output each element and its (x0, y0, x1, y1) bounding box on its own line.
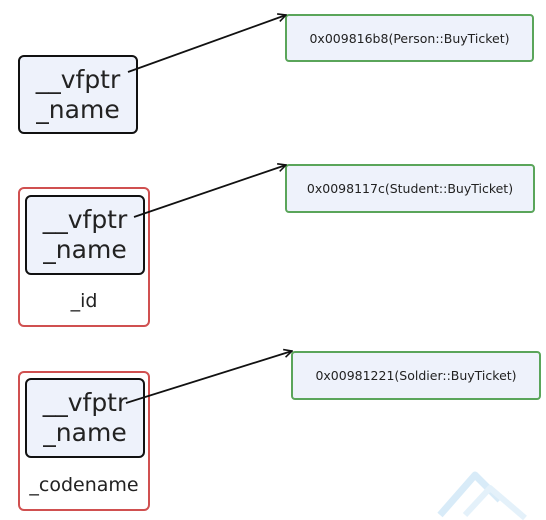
person-name-field: _name (36, 94, 120, 124)
student-vfptr-arrow (133, 165, 286, 218)
student-base-subobject-box: __vfptr _name (25, 195, 145, 275)
student-id-field: _id (70, 290, 98, 312)
person-vtable-entry: 0x009816b8(Person::BuyTicket) (309, 30, 510, 46)
soldier-vfptr-field: __vfptr (42, 388, 128, 417)
student-vtable-entry: 0x0098117c(Student::BuyTicket) (306, 181, 514, 196)
student-vtable-box: 0x0098117c(Student::BuyTicket) (285, 164, 535, 213)
student-vfptr-field: __vfptr (42, 205, 128, 234)
soldier-codename-field: _codename (29, 474, 139, 496)
person-object-box: __vfptr _name (18, 55, 138, 134)
soldier-name-field: _name (43, 418, 127, 447)
person-vtable-box: 0x009816b8(Person::BuyTicket) (285, 14, 534, 62)
person-vfptr-arrow (127, 15, 286, 73)
student-name-field: _name (43, 235, 127, 264)
soldier-base-subobject-box: __vfptr _name (25, 378, 145, 458)
watermark-logo-icon (437, 471, 527, 520)
soldier-vtable-box: 0x00981221(Soldier::BuyTicket) (291, 351, 541, 400)
soldier-vtable-entry: 0x00981221(Soldier::BuyTicket) (315, 368, 517, 383)
person-vfptr-field: __vfptr (35, 64, 121, 94)
soldier-vfptr-arrow (125, 351, 292, 404)
